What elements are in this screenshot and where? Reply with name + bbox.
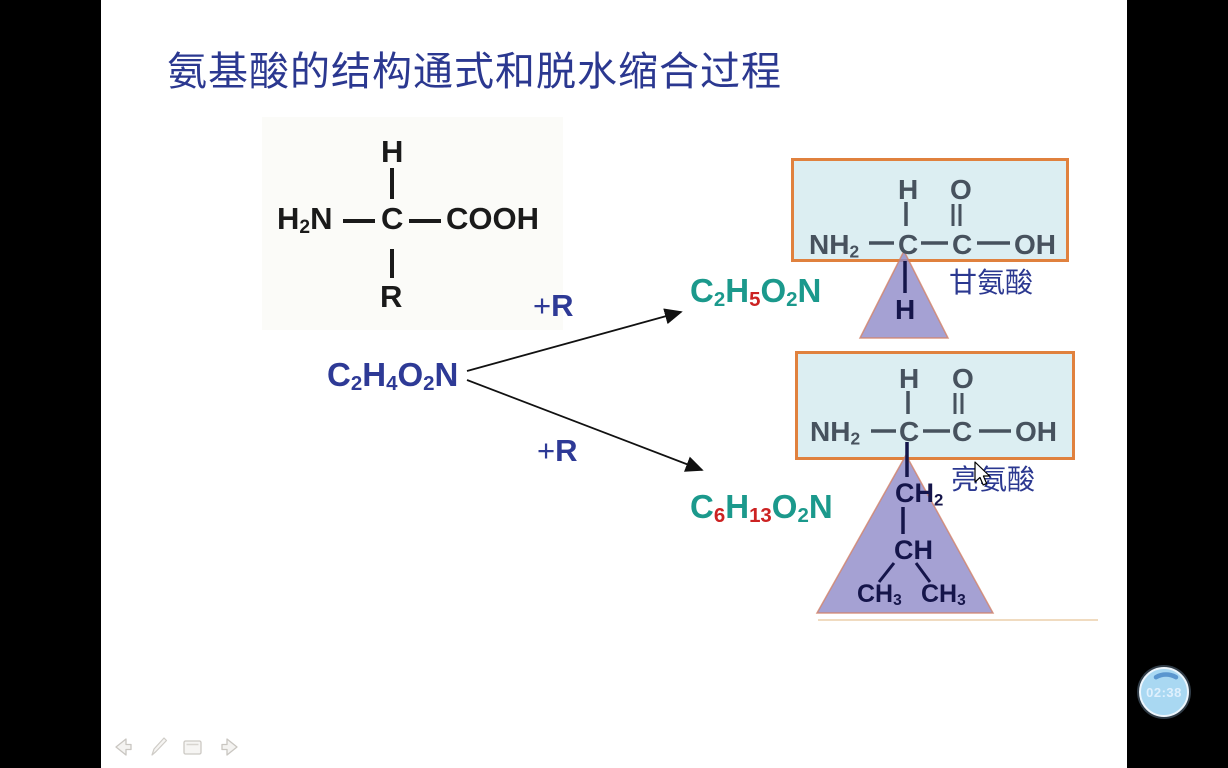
leucine-oh: OH (1015, 416, 1057, 447)
glycine-c2: C (952, 229, 973, 260)
formula-part: 2 (423, 372, 435, 396)
glycine-oh: OH (1014, 229, 1056, 260)
leucine-ch3-left: CH3 (857, 580, 902, 610)
formula-part: 2 (350, 372, 363, 396)
glycine-c1: C (898, 229, 919, 260)
ch-part: CH (921, 580, 958, 608)
nh-sub: 2 (849, 241, 860, 262)
leucine-c1: C (899, 416, 920, 447)
formula-part: C (327, 356, 351, 393)
formula-part: N (797, 272, 822, 309)
ch-sub: 3 (957, 592, 966, 610)
nh-sub: 2 (850, 428, 861, 449)
recording-timer-bubble[interactable]: 02:38 (1139, 667, 1189, 717)
leucine-structure-box (795, 351, 1075, 460)
formula-part: H (725, 488, 750, 525)
formula-part: N (808, 488, 833, 525)
alpha-carbon-label: C (381, 201, 404, 236)
formula-part: C (690, 488, 714, 525)
carboxyl-label: COOH (446, 201, 539, 236)
h-top-label: H (381, 134, 404, 169)
pen-tool-button[interactable] (146, 735, 171, 759)
glycine-h: H (898, 174, 919, 205)
formula-part: 2 (786, 288, 798, 312)
leucine-formula: C6H13O2N (690, 488, 833, 526)
timer-time: 02:38 (1146, 684, 1182, 700)
glycine-formula: C2H5O2N (690, 272, 822, 310)
next-slide-button[interactable] (215, 735, 242, 759)
glycine-side-h: H (895, 294, 916, 325)
amino-h: H (277, 201, 300, 236)
plus-sign: + (537, 433, 556, 468)
ch-part: CH (857, 580, 894, 608)
general-structure-image (262, 117, 563, 330)
nh-part: NH (809, 229, 850, 260)
formula-part: 2 (797, 504, 809, 528)
formula-part-red: 5 (749, 288, 761, 312)
formula-part: C (690, 272, 714, 309)
formula-part: 2 (713, 288, 726, 312)
formula-part-red: 6 (713, 504, 726, 528)
formula-part: H (725, 272, 750, 309)
r-group-label: R (380, 279, 403, 314)
mouse-cursor-icon (974, 461, 991, 486)
formula-part: 4 (386, 372, 398, 396)
ch-sub: 2 (934, 490, 944, 510)
amino-group-label: H2N (277, 201, 333, 237)
nh-part: NH (810, 416, 851, 447)
glycine-nh2: NH2 (809, 229, 860, 262)
leucine-ch3-right: CH3 (921, 580, 966, 610)
plus-r-bottom: +R (537, 435, 578, 466)
r-letter: R (555, 433, 578, 468)
formula-part: H (362, 356, 387, 393)
leucine-nh2: NH2 (810, 416, 861, 449)
slideshow-toolbar (110, 735, 242, 759)
formula-part: O (760, 272, 787, 309)
formula-part: O (397, 356, 424, 393)
formula-part: O (771, 488, 798, 525)
plus-sign: + (533, 288, 552, 323)
r-letter: R (551, 288, 574, 323)
leucine-o: O (952, 363, 974, 394)
slide-menu-button[interactable] (180, 735, 206, 759)
slide-title: 氨基酸的结构通式和脱水缩合过程 (167, 49, 782, 94)
leucine-ch: CH (894, 535, 933, 565)
leucine-c2: C (952, 416, 973, 447)
ch-part: CH (895, 478, 934, 508)
ch-sub: 3 (893, 592, 902, 610)
plus-r-top: +R (533, 290, 574, 321)
glycine-name: 甘氨酸 (949, 268, 1034, 299)
amino-sub: 2 (299, 216, 311, 238)
glycine-o: O (950, 174, 972, 205)
previous-slide-button[interactable] (110, 735, 137, 759)
general-formula: C2H4O2N (327, 356, 459, 394)
letterbox-right (1127, 0, 1228, 768)
formula-part-red: 13 (749, 504, 772, 528)
amino-n: N (310, 201, 333, 236)
letterbox-left (0, 0, 101, 768)
formula-part: N (434, 356, 459, 393)
leucine-ch2: CH2 (895, 478, 944, 510)
timer-progress-arc (1153, 672, 1179, 680)
leucine-h: H (899, 363, 920, 394)
